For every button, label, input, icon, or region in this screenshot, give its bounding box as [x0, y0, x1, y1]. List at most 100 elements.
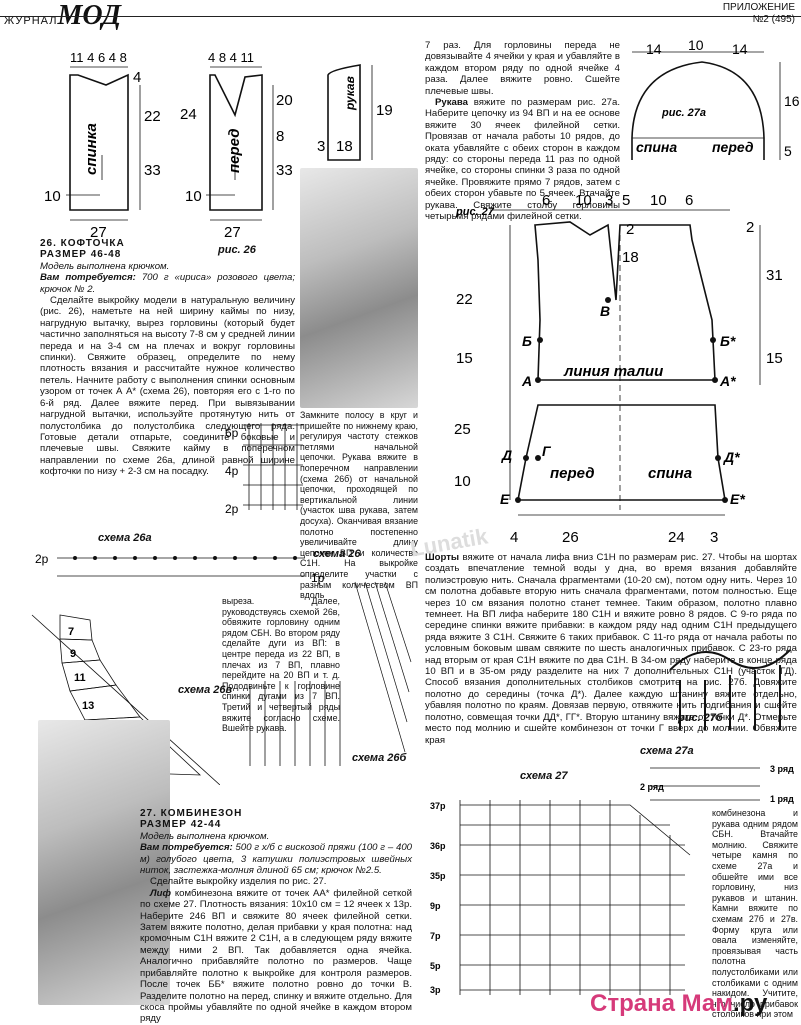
dim-label: 2 — [626, 221, 634, 238]
article-27-intro: Сделайте выкройку изделия по рис. 27. — [150, 876, 327, 888]
row-label: 7р — [430, 931, 441, 941]
dim-label: 22 — [456, 291, 473, 308]
article-27-col2-top: 7 раз. Для горловины переда не довязывай… — [425, 40, 620, 97]
sleeve-label: рукав — [343, 76, 357, 111]
header-rule — [0, 16, 801, 17]
dim-label: 22 — [144, 108, 161, 125]
shorts-front-label: перед — [550, 465, 594, 482]
scheme-26-grid: 6р 4р 2р — [225, 423, 303, 516]
dim-label: 10 — [44, 188, 61, 205]
article-27-materials: 500 г х/б с вискозой пряжи (100 г – 400 … — [140, 842, 413, 877]
sleeve-piece-outline — [327, 64, 361, 161]
dim-label: 10 — [454, 473, 471, 490]
issue-header: ПРИЛОЖЕНИЕ №2 (495) — [723, 2, 795, 26]
row-label: 2р — [225, 502, 239, 516]
row-label: 37р — [430, 801, 446, 811]
article-27-body: комбинезона вяжите от точек АА* филейной… — [140, 887, 412, 1025]
article-26-size: РАЗМЕР 46-48 — [40, 249, 122, 261]
shorts-label: Шорты — [425, 552, 460, 563]
dim-label: 10 — [650, 192, 667, 209]
fan-number: 13 — [82, 700, 94, 712]
point-label: Е — [500, 491, 510, 507]
dim-label: 27 — [90, 224, 107, 240]
fig-27-caption: рис. 27 — [455, 206, 495, 218]
issue-number: №2 (495) — [752, 14, 795, 25]
dim-label: 6 — [542, 192, 550, 209]
fig-27a-caption: рис. 27а — [661, 107, 706, 119]
back-piece-outline — [69, 73, 129, 211]
waist-line-label: линия талии — [563, 363, 663, 380]
shorts-section: Шорты вяжите от начала лифа вниз С1Н по … — [425, 552, 797, 746]
dim-label: 18 — [336, 138, 353, 155]
article-27-materials-label: Вам потребуется: — [140, 842, 233, 854]
point-label: Д — [501, 447, 512, 463]
row-label: 6р — [225, 426, 239, 440]
model-photo-26 — [300, 168, 418, 408]
article-26: 26. КОФТОЧКА РАЗМЕР 46-48 Модель выполне… — [40, 238, 295, 478]
article-26-note: Модель выполнена крючком. — [40, 260, 170, 272]
fig-26-caption: рис. 26 — [218, 244, 256, 256]
dim-label: 25 — [454, 421, 471, 438]
point-label: А — [521, 373, 532, 389]
point-label: Е* — [730, 491, 745, 507]
article-26-continued: Замкните полосу в круг и пришейте по ниж… — [300, 410, 418, 601]
bodice-outline — [534, 221, 716, 381]
shorts-back-label: спина — [648, 465, 692, 482]
shorts-text: вяжите от начала лифа вниз С1Н по размер… — [425, 552, 798, 746]
scheme-26a-caption: схема 26а — [98, 532, 152, 544]
dim-label: 2 — [746, 219, 754, 236]
dim-label: 33 — [144, 162, 161, 179]
article-27-note: Модель выполнена крючком. — [140, 830, 270, 842]
article-26-collar-text: выреза. Далее, руководствуясь схемой 26в… — [222, 596, 340, 734]
dim-label: 33 — [276, 162, 293, 179]
dim-label: 14 — [732, 41, 748, 57]
row-label: 2 ряд — [640, 782, 664, 792]
scheme-26a-grid: 2р 1р — [35, 552, 325, 585]
row-label: 3р — [430, 985, 441, 995]
scheme-27b-caption: рис. 27б — [678, 712, 723, 724]
dim-label: 3 — [710, 529, 718, 546]
dim-label: 14 — [646, 41, 662, 57]
point-label: Г — [542, 443, 552, 459]
model-photo-27 — [38, 720, 170, 1005]
point-label: Д* — [723, 449, 740, 465]
dim-label: 18 — [622, 249, 639, 266]
scheme-27a-chart: 3 ряд 2 ряд 1 ряд — [640, 764, 794, 804]
article-26-body: Сделайте выкройку модели в натуральную в… — [40, 295, 295, 478]
magazine-prefix: ЖУРНАЛ — [4, 15, 58, 27]
scheme-27b-detail — [669, 649, 791, 730]
fan-number: 7 — [68, 626, 74, 638]
row-label: 35р — [430, 871, 446, 881]
dim-label: 15 — [456, 350, 473, 367]
article-27-tail: комбинезона и рукава одним рядом СБН. Вт… — [712, 808, 798, 1020]
scheme-26-caption: схема 26 — [313, 548, 361, 560]
dim-label: 31 — [766, 267, 783, 284]
point-label: Б* — [720, 333, 736, 349]
article-27: 27. КОМБИНЕЗОН РАЗМЕР 42-44 Модель выпол… — [140, 808, 412, 1025]
site-logo: Страна Мам.ру — [590, 990, 767, 1018]
dim-label: 10 — [185, 188, 202, 205]
supplement-label: ПРИЛОЖЕНИЕ — [722, 2, 795, 13]
dim-label: 16 — [784, 93, 800, 109]
article-27-col2: 7 раз. Для горловины переда не довязывай… — [425, 40, 620, 223]
front-piece-outline — [209, 74, 263, 211]
front-top-dims: 4 8 4 11 — [208, 50, 254, 65]
article-27-size: РАЗМЕР 42-44 — [140, 819, 222, 831]
dim-label: 5 — [622, 192, 630, 209]
row-label: 9р — [430, 901, 441, 911]
row-label: 1р — [311, 571, 325, 585]
fan-number: 9 — [70, 648, 76, 660]
figure-27-pattern: рис. 27 6 10 3 5 10 6 2 18 2 31 22 15 15… — [454, 192, 783, 546]
dim-label: 19 — [376, 102, 393, 119]
lif-label: Лиф — [150, 887, 171, 899]
dim-label: 27 — [224, 224, 241, 240]
figure-27a-sleeve: 14 10 14 16 5 рис. 27а спина перед — [631, 40, 800, 160]
rukava-label: Рукава — [435, 97, 468, 109]
dim-label: 5 — [784, 143, 792, 159]
row-label: 3 ряд — [770, 764, 794, 774]
article-26-materials: 700 г «ириса» розового цвета; крючок № 2… — [40, 272, 296, 295]
magazine-header: ЖУРНАЛМОД — [4, 0, 121, 32]
point-label: В — [600, 303, 610, 319]
article-26-materials-label: Вам потребуется: — [40, 272, 136, 284]
scheme-26b-sleeve-chart — [249, 681, 341, 766]
